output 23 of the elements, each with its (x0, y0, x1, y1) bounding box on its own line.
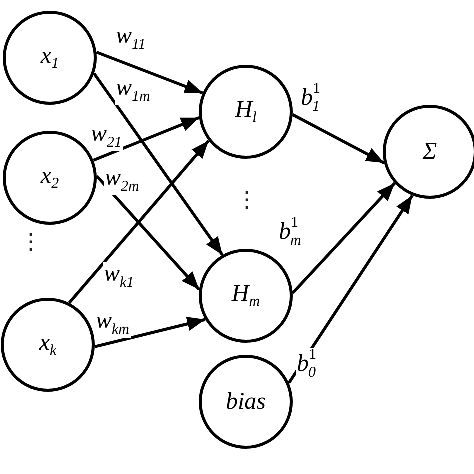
node-label: H$_{m}$ (232, 282, 260, 310)
node-label: x$_{1}$ (40, 44, 60, 72)
arrow (94, 317, 206, 348)
arrow (292, 114, 386, 164)
arrow (93, 116, 200, 162)
neuron-circle (3, 11, 97, 105)
node-label: H$_{l}$ (235, 98, 257, 126)
arrow (68, 140, 210, 304)
ellipsis-dots: ⋮ (20, 232, 42, 254)
node-label: x$_{2}$ (40, 164, 60, 192)
arrow (96, 175, 201, 291)
node-label: bias (226, 390, 266, 414)
ellipsis-dots: ⋮ (236, 190, 258, 212)
arrow (292, 182, 396, 294)
arrow (93, 72, 224, 256)
neuron-circle (383, 105, 474, 199)
neuron-circle (199, 65, 293, 159)
node-label: Σ (422, 140, 438, 164)
neuron-circle (199, 355, 293, 449)
arrow (96, 51, 204, 95)
neuron-circle (199, 249, 293, 343)
arrow (288, 194, 414, 384)
node-label: x$_{k}$ (39, 331, 57, 359)
